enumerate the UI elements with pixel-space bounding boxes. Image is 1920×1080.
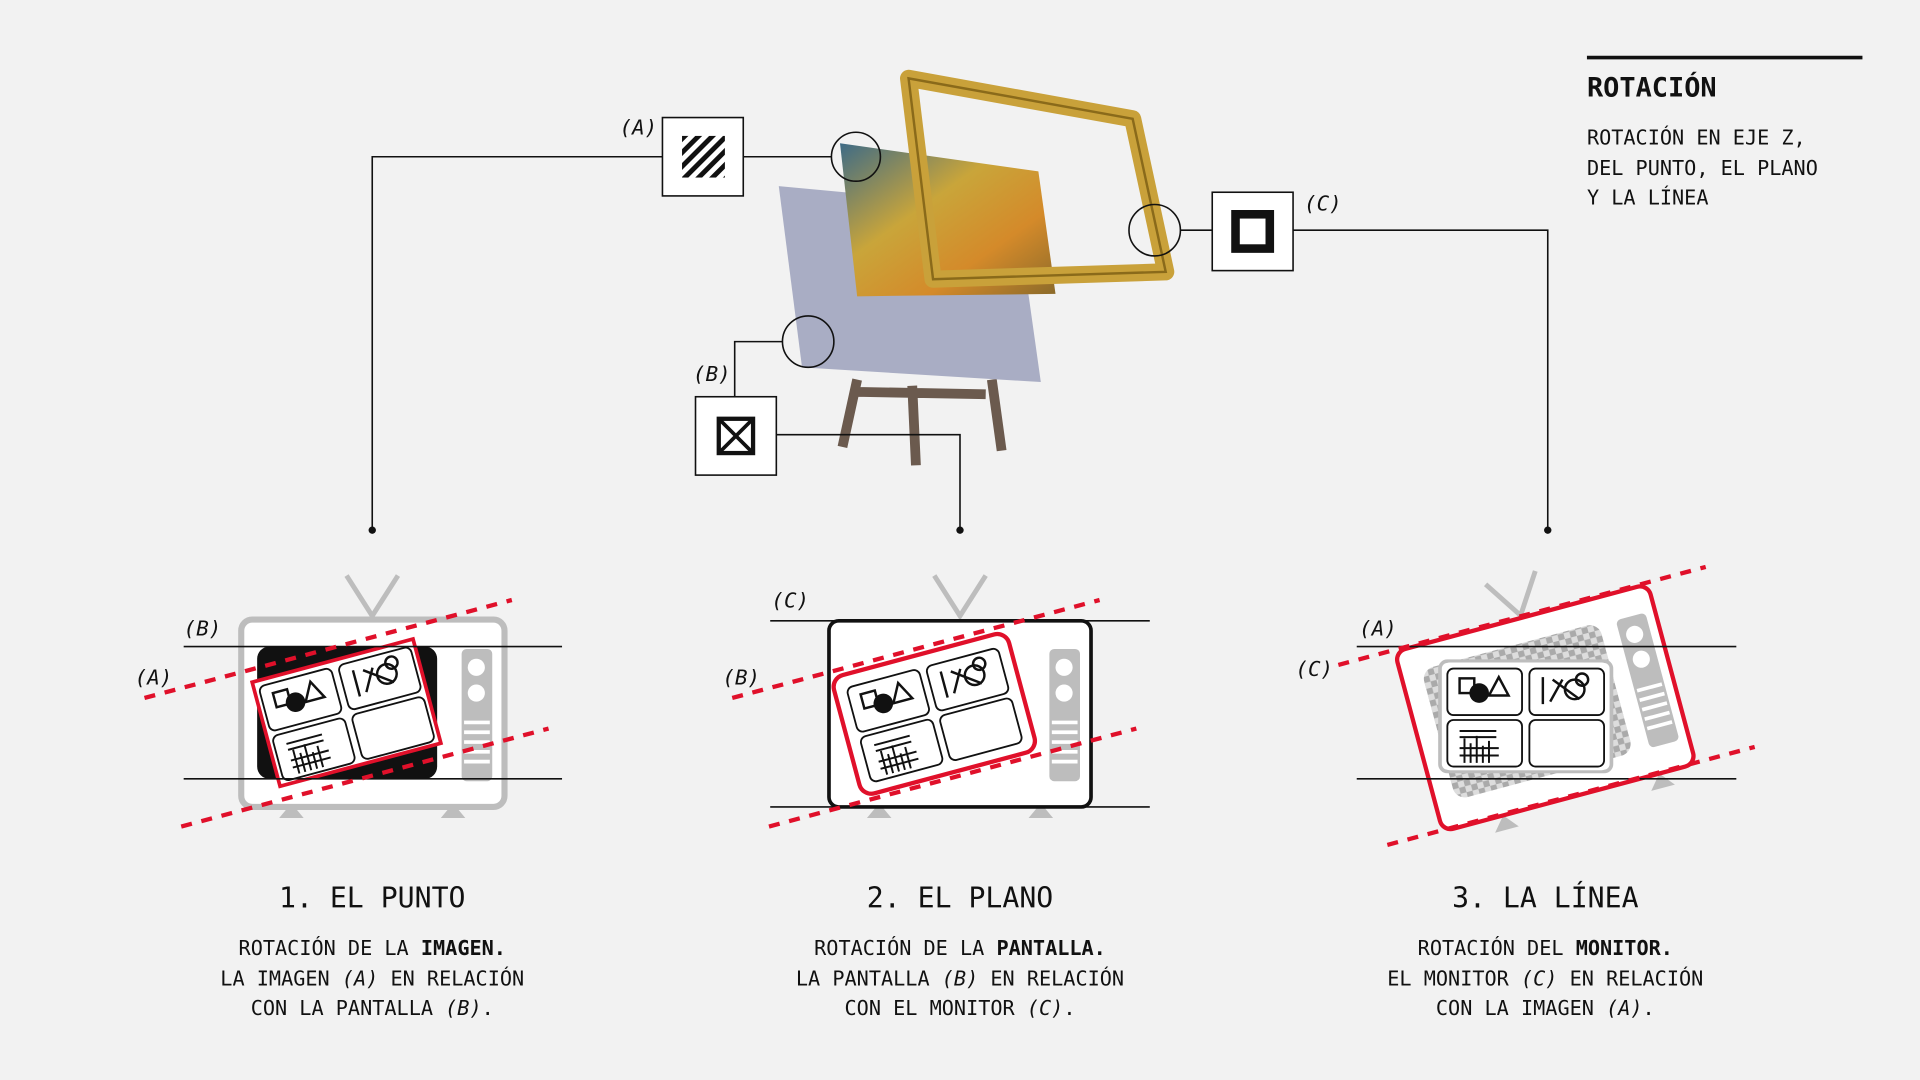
caption-text: IMAGEN. (421, 936, 506, 960)
caption-text: (A) (1606, 996, 1642, 1020)
svg-text:CON EL MONITOR (C).: CON EL MONITOR (C). (845, 996, 1076, 1020)
caption-text: EN RELACIÓN (1557, 967, 1703, 991)
header-desc-line-2: DEL PUNTO, EL PLANO (1587, 156, 1818, 180)
painting (840, 143, 1056, 297)
caption-text: EL MONITOR (1387, 967, 1521, 991)
caption-text: EN RELACIÓN (978, 967, 1124, 991)
caption-text: CON LA IMAGEN (1436, 996, 1606, 1020)
caption-text: LA IMAGEN (220, 967, 342, 991)
crossed-square-icon (694, 395, 778, 476)
outlined-square-icon (1211, 191, 1294, 272)
painting-illustration (778, 69, 1175, 466)
svg-text:CON LA IMAGEN (A).: CON LA IMAGEN (A). (1436, 996, 1655, 1020)
caption-text: ROTACIÓN DE LA (239, 936, 421, 960)
svg-text:ROTACIÓN DEL MONITOR.: ROTACIÓN DEL MONITOR. (1418, 936, 1673, 960)
header-desc-line-1: ROTACIÓN EN EJE Z, (1587, 125, 1806, 149)
tv-plano (731, 574, 1150, 829)
caption-text: (B) (445, 996, 481, 1020)
tv1-label-top: (B) (184, 617, 222, 641)
caption-linea: 3. LA LÍNEA ROTACIÓN DEL MONITOR. EL MON… (1387, 880, 1703, 1020)
caption-plano: 2. EL PLANO ROTACIÓN DE LA PANTALLA. LA … (796, 881, 1124, 1020)
caption-text: . (1643, 996, 1655, 1020)
tv-linea (1337, 564, 1756, 847)
easel (837, 378, 1007, 466)
caption-punto: 1. EL PUNTO ROTACIÓN DE LA IMAGEN. LA IM… (220, 881, 524, 1020)
panel-title: 3. LA LÍNEA (1452, 880, 1639, 914)
caption-text: (B) (942, 967, 978, 991)
caption-text: . (482, 996, 494, 1020)
connector-dot (956, 526, 964, 534)
svg-text:LA PANTALLA (B) EN RELACIÓN: LA PANTALLA (B) EN RELACIÓN (796, 967, 1124, 991)
caption-text: PANTALLA. (996, 936, 1105, 960)
connector-dot (368, 526, 376, 534)
tv2-label-side: (B) (722, 665, 760, 689)
caption-text: MONITOR. (1576, 936, 1673, 960)
hatched-square-icon (661, 116, 745, 197)
caption-text: ROTACIÓN DEL (1418, 936, 1576, 960)
tv2-label-top: (C) (771, 588, 809, 612)
tv3-label-top: (A) (1359, 617, 1397, 641)
svg-text:ROTACIÓN DE LA IMAGEN.: ROTACIÓN DE LA IMAGEN. (239, 936, 506, 960)
svg-text:ROTACIÓN DE LA PANTALLA.: ROTACIÓN DE LA PANTALLA. (814, 936, 1106, 960)
caption-text: CON LA PANTALLA (251, 996, 445, 1020)
header-desc-line-3: Y LA LÍNEA (1587, 185, 1709, 209)
connector-b (733, 340, 961, 531)
label-c: (C) (1304, 192, 1342, 216)
connector-c (1180, 229, 1549, 531)
caption-text: LA PANTALLA (796, 967, 942, 991)
caption-text: CON EL MONITOR (845, 996, 1027, 1020)
svg-text:LA IMAGEN (A) EN RELACIÓN: LA IMAGEN (A) EN RELACIÓN (220, 967, 524, 991)
svg-text:EL MONITOR (C) EN RELACIÓN: EL MONITOR (C) EN RELACIÓN (1387, 967, 1703, 991)
label-a: (A) (620, 116, 658, 140)
tv3-label-side: (C) (1296, 657, 1334, 681)
caption-text: (C) (1027, 996, 1063, 1020)
caption-text: (A) (342, 967, 378, 991)
tv-punto (143, 574, 563, 829)
connector-a (371, 155, 832, 531)
label-b: (B) (693, 362, 731, 386)
panel-title: 2. EL PLANO (867, 881, 1053, 914)
caption-text: ROTACIÓN DE LA (814, 936, 996, 960)
caption-text: EN RELACIÓN (378, 967, 524, 991)
tv1-label-side: (A) (135, 665, 173, 689)
header-title: ROTACIÓN (1587, 72, 1717, 104)
svg-text:CON LA PANTALLA (B).: CON LA PANTALLA (B). (251, 996, 494, 1020)
caption-text: . (1063, 996, 1075, 1020)
caption-text: (C) (1521, 967, 1557, 991)
connector-dot (1544, 526, 1552, 534)
panel-title: 1. EL PUNTO (279, 881, 465, 914)
